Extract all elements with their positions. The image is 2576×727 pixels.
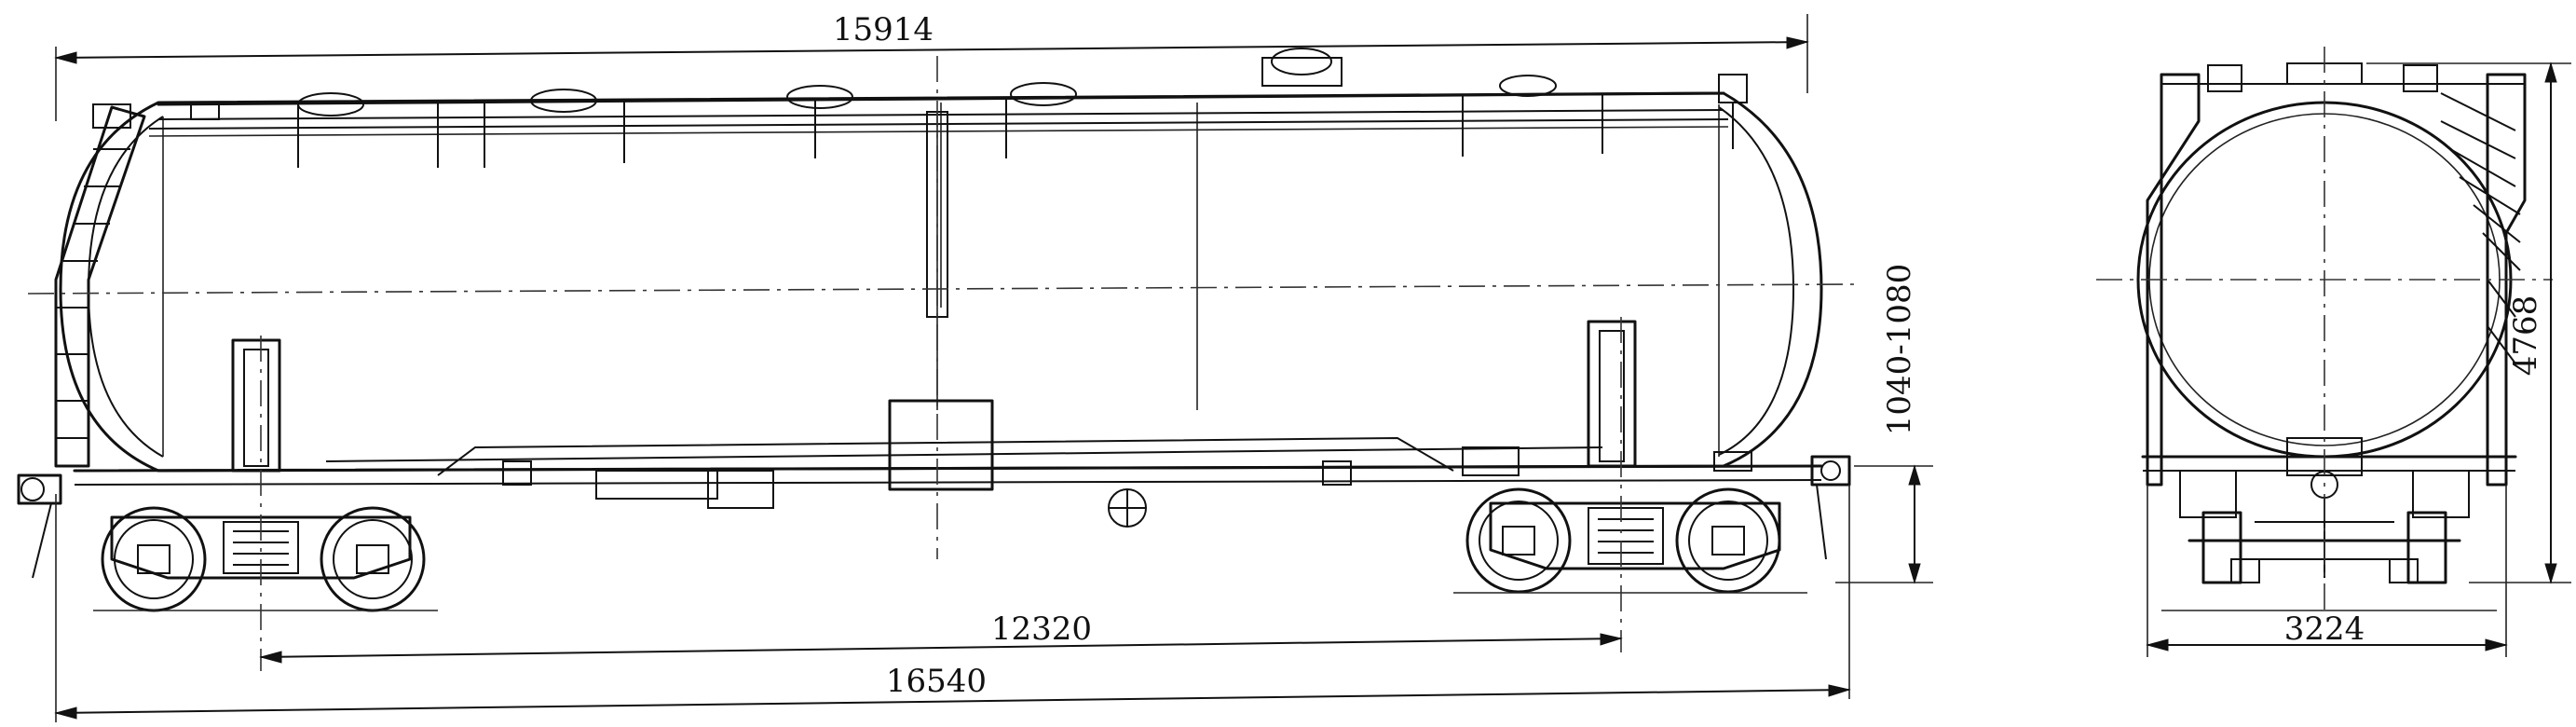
tank-supports bbox=[231, 320, 1637, 473]
left-ladder bbox=[54, 103, 146, 468]
dim-label-overall-height: 4768 bbox=[2507, 295, 2544, 377]
dim-label-overall-tank-length: 15914 bbox=[833, 11, 934, 48]
tank-body bbox=[59, 91, 1823, 473]
dim-label-coupler-height: 1040-1080 bbox=[1881, 264, 1918, 436]
right-bogie bbox=[1453, 487, 1807, 594]
left-bogie bbox=[93, 506, 438, 612]
dim-label-width: 3224 bbox=[2284, 610, 2365, 648]
end-centerlines bbox=[2096, 47, 2553, 615]
side-centerlines bbox=[27, 56, 1855, 671]
dim-coupler-height: 1040-1080 bbox=[1835, 264, 1933, 584]
dim-length-over-couplers: 16540 bbox=[54, 485, 1851, 722]
dim-overall-tank-length: 15914 bbox=[54, 11, 1809, 121]
dim-width: 3224 bbox=[2146, 485, 2508, 657]
couplers bbox=[17, 455, 1851, 579]
dim-bogie-centers: 12320 bbox=[259, 610, 1623, 664]
side-view: 15914 12320 16540 1040-1080 bbox=[17, 11, 1933, 722]
dim-label-length-over-couplers: 16540 bbox=[886, 663, 987, 700]
right-end bbox=[1718, 74, 1748, 149]
top-walkway bbox=[148, 48, 1729, 168]
end-undergear bbox=[2141, 437, 2517, 611]
underframe bbox=[73, 399, 1823, 528]
end-frame bbox=[2146, 62, 2527, 487]
dim-overall-height: 4768 bbox=[2366, 62, 2571, 584]
end-view: 4768 3224 bbox=[2096, 47, 2571, 657]
dim-label-bogie-centers: 12320 bbox=[991, 610, 1092, 648]
